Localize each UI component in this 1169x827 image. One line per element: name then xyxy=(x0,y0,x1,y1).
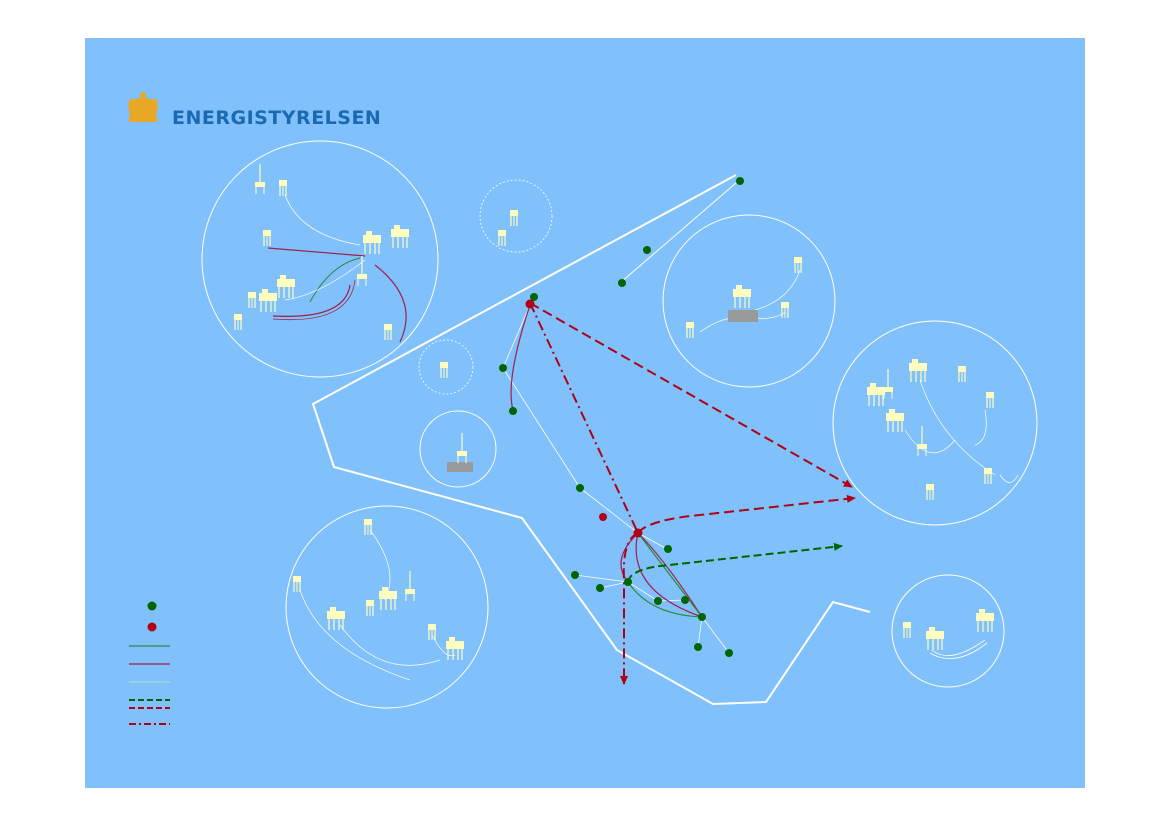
gas-field-dot[interactable] xyxy=(525,299,535,309)
platform-small-west xyxy=(439,361,449,379)
inset-circle-small-west xyxy=(418,339,474,395)
inset-circle-small-north xyxy=(479,179,553,253)
oil-field-dot[interactable] xyxy=(576,484,584,492)
danish-sector-boundary xyxy=(311,174,871,706)
platform-group-ne xyxy=(685,256,803,339)
oil-field-dot[interactable] xyxy=(509,407,517,415)
gas-trunk-line xyxy=(529,302,639,534)
inset-circle-east xyxy=(832,320,1038,526)
gas-field-dot[interactable] xyxy=(633,528,643,538)
oil-field-dot[interactable] xyxy=(530,293,538,301)
legend xyxy=(129,601,170,725)
platform-group-se xyxy=(902,608,995,659)
pipelines-thin xyxy=(502,296,730,654)
oil-fields xyxy=(499,177,744,657)
oil-field-dot[interactable] xyxy=(654,597,662,605)
oil-field-dot[interactable] xyxy=(698,613,706,621)
oil-field-dot[interactable] xyxy=(571,571,579,579)
oil-field-dot[interactable] xyxy=(725,649,733,657)
platform-group-east xyxy=(866,358,1019,501)
oil-field-dot[interactable] xyxy=(624,578,632,586)
energistyrelsen-logo: ENERGISTYRELSEN xyxy=(128,92,381,129)
inset-circle-nw xyxy=(201,140,439,378)
oil-field-dot[interactable] xyxy=(618,279,626,287)
platform-group-nw xyxy=(233,163,410,343)
oil-field-dot[interactable] xyxy=(694,643,702,651)
oil-field-dot[interactable] xyxy=(664,545,672,553)
agency-name: ENERGISTYRELSEN xyxy=(172,107,381,129)
pipeline-north xyxy=(619,182,737,284)
oil-pipelines xyxy=(627,532,703,618)
inset-circle-se xyxy=(891,574,1005,688)
crown-icon xyxy=(128,92,158,122)
oil-field-dot[interactable] xyxy=(596,584,604,592)
platform-group-sw xyxy=(292,518,465,681)
gas-field-dot[interactable] xyxy=(599,513,607,521)
red-dot-icon xyxy=(147,622,157,632)
oil-field-dot[interactable] xyxy=(736,177,744,185)
inset-circle-west xyxy=(419,410,497,488)
oil-field-dot[interactable] xyxy=(681,596,689,604)
oil-field-dot[interactable] xyxy=(643,246,651,254)
inset-circle-sw xyxy=(285,505,489,709)
platform-group-west xyxy=(447,432,473,472)
oil-field-dot[interactable] xyxy=(499,364,507,372)
gas-export-arrow-east xyxy=(529,302,853,488)
green-dot-icon xyxy=(147,601,157,611)
gas-pipelines xyxy=(510,304,703,618)
gas-fields xyxy=(525,299,643,538)
inset-circle-ne xyxy=(662,214,836,388)
